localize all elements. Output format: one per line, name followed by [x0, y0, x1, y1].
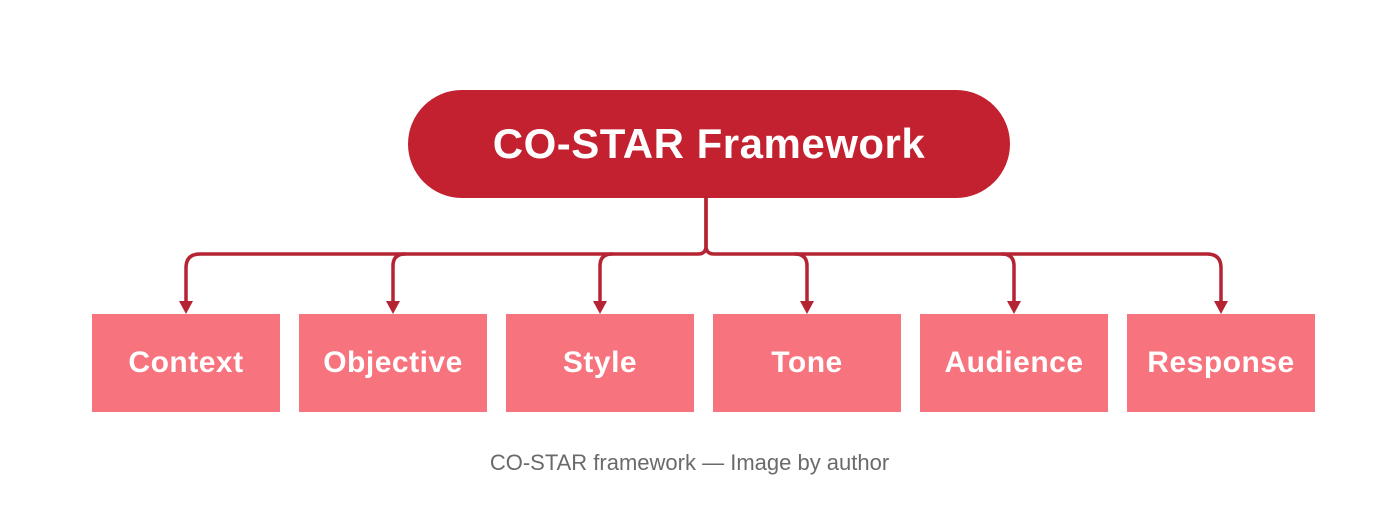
arrowhead-style: [593, 301, 607, 314]
arrowhead-context: [179, 301, 193, 314]
root-node-costar-framework: CO-STAR Framework: [408, 90, 1010, 198]
connector-drop-style: [598, 252, 614, 304]
node-audience-label: Audience: [944, 346, 1084, 379]
node-style-label: Style: [562, 346, 638, 379]
connector-drop-objective: [391, 252, 407, 304]
node-response: Response: [1127, 314, 1315, 412]
connector-drop-audience: [1000, 252, 1016, 304]
connector-left-rail: [184, 196, 708, 304]
node-response-label: Response: [1147, 346, 1295, 379]
node-style: Style: [506, 314, 694, 412]
image-caption: CO-STAR framework — Image by author: [489, 450, 890, 475]
node-objective-label: Objective: [323, 346, 463, 379]
connector-right-rail: [704, 196, 1223, 304]
node-objective: Objective: [299, 314, 487, 412]
arrowhead-tone: [800, 301, 814, 314]
node-context-label: Context: [128, 346, 244, 379]
arrowhead-response: [1214, 301, 1228, 314]
node-context: Context: [92, 314, 280, 412]
arrowhead-audience: [1007, 301, 1021, 314]
connector-drop-tone: [793, 252, 809, 304]
child-nodes-row: Context Objective Style Tone Audience Re…: [92, 314, 1315, 412]
node-audience: Audience: [920, 314, 1108, 412]
root-node-label: CO-STAR Framework: [492, 120, 926, 167]
arrowhead-objective: [386, 301, 400, 314]
node-tone-label: Tone: [771, 346, 843, 379]
node-tone: Tone: [713, 314, 901, 412]
